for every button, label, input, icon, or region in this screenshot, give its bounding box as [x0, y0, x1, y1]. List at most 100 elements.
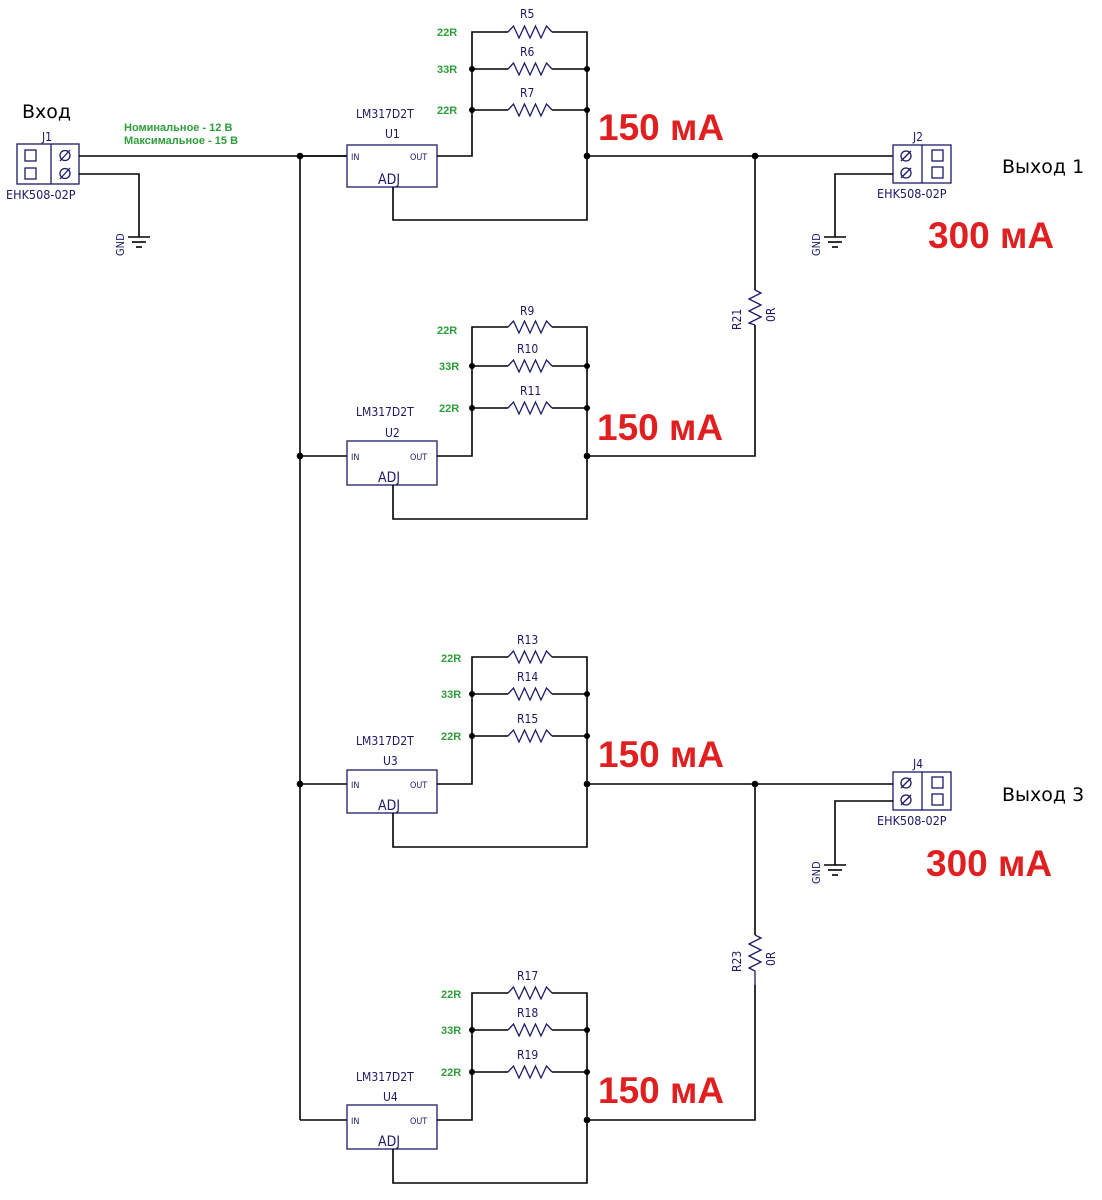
resistor-value: 22R	[437, 105, 457, 117]
resistor-value: 22R	[437, 27, 457, 39]
u2-pin-adj: ADJ	[378, 470, 400, 486]
resistor-zigzag	[507, 24, 553, 40]
resistor-ref: R7	[520, 86, 534, 100]
input-connector-j1: Вход J1 EHK508-02P	[6, 101, 80, 202]
current-label-u4: 150 мА	[598, 1070, 724, 1111]
j2-ref: J2	[912, 130, 923, 144]
output-3-title: Выход 3	[1002, 784, 1084, 806]
input-title: Вход	[22, 101, 71, 123]
u4-pin-in: IN	[351, 1117, 359, 1127]
input-nominal-note: Номинальное - 12 В	[124, 122, 232, 134]
u3-pin-in: IN	[351, 781, 359, 791]
resistor-ref: R18	[517, 1006, 538, 1020]
gnd-symbol-j4: GND	[810, 861, 846, 884]
resistor-ref: R17	[517, 969, 538, 983]
u3-pin-out: OUT	[410, 781, 427, 791]
output-1-current: 300 мА	[928, 215, 1054, 256]
j4-part: EHK508-02P	[877, 813, 947, 828]
output-1-title: Выход 1	[1002, 156, 1084, 178]
current-label-u2: 150 мА	[597, 407, 723, 448]
u3-pin-adj: ADJ	[378, 798, 400, 814]
jumper-r21-ref: R21	[730, 309, 744, 330]
resistor-zigzag	[507, 1064, 553, 1080]
regulator-u3-labels: LM317D2T U3 IN OUT ADJ	[351, 734, 427, 814]
resistor-value: 33R	[441, 689, 461, 701]
resistor-zigzag	[507, 102, 553, 118]
gnd-symbol-input: GND	[114, 233, 150, 256]
resistor-value: 22R	[441, 1067, 461, 1079]
resistor-value: 22R	[441, 731, 461, 743]
j4-ref: J4	[912, 757, 923, 771]
u4-pin-out: OUT	[410, 1117, 427, 1127]
jumper-r23: R23 0R	[730, 780, 778, 985]
u3-ref: U3	[383, 754, 398, 768]
u4-ref: U4	[383, 1090, 398, 1104]
resistor-value: 33R	[439, 361, 459, 373]
u1-pin-adj: ADJ	[378, 172, 400, 188]
u1-ref: U1	[385, 127, 400, 141]
resistor-ref: R13	[517, 633, 538, 647]
gnd-label-j2: GND	[810, 233, 823, 256]
j1-part: EHK508-02P	[6, 187, 76, 202]
u4-pin-adj: ADJ	[378, 1134, 400, 1150]
u1-pin-in: IN	[351, 153, 359, 163]
resistor-ref: R10	[517, 342, 538, 356]
jumper-r23-ref: R23	[730, 951, 744, 972]
regulator-u1-labels: LM317D2T U1 IN OUT ADJ	[351, 107, 427, 188]
output-connector-j2: J2 EHK508-02P	[877, 130, 952, 201]
input-maximum-note: Максимальное - 15 В	[124, 135, 238, 147]
regulator-block-u1	[300, 31, 893, 221]
resistor-zigzag	[507, 358, 553, 374]
resistor-zigzag	[507, 61, 553, 77]
resistor-zigzag	[507, 400, 553, 416]
resistor-ref: R15	[517, 712, 538, 726]
resistor-labels-u2: R9 22R R10 33R R11 22R	[437, 304, 541, 415]
resistor-value: 33R	[437, 64, 457, 76]
current-label-u1: 150 мА	[598, 107, 724, 148]
gnd-label-j4: GND	[810, 861, 823, 884]
u2-ref: U2	[385, 426, 400, 440]
regulator-u4-labels: LM317D2T U4 IN OUT ADJ	[351, 1070, 427, 1150]
gnd-symbol-j2: GND	[810, 233, 846, 256]
u1-pin-out: OUT	[410, 153, 427, 163]
output-connector-j4: J4 EHK508-02P	[877, 757, 952, 828]
resistor-labels-u3: R13 22R R14 33R R15 22R	[441, 633, 538, 743]
jumper-r23-value: 0R	[764, 951, 778, 966]
resistor-symbols	[507, 24, 553, 1080]
jumper-r21-value: 0R	[764, 307, 778, 322]
u3-part: LM317D2T	[356, 734, 414, 748]
resistor-value: 22R	[437, 325, 457, 337]
regulator-block-u4	[300, 985, 756, 1184]
regulator-block-u3	[300, 656, 893, 848]
resistor-value: 22R	[441, 653, 461, 665]
regulator-u2-labels: LM317D2T U2 IN OUT ADJ	[351, 405, 427, 486]
resistor-ref: R19	[517, 1048, 538, 1062]
current-label-u3: 150 мА	[598, 734, 724, 775]
u2-pin-out: OUT	[410, 453, 427, 463]
gnd-label-input: GND	[114, 233, 127, 256]
resistor-ref: R5	[520, 7, 534, 21]
u2-pin-in: IN	[351, 453, 359, 463]
resistor-labels-u4: R17 22R R18 33R R19 22R	[441, 969, 538, 1079]
resistor-zigzag	[507, 649, 553, 665]
resistor-zigzag	[507, 319, 553, 335]
resistor-labels-u1: R5 22R R6 33R R7 22R	[437, 7, 535, 117]
output-3-current: 300 мА	[926, 843, 1052, 884]
jumper-r21: R21 0R	[730, 152, 778, 330]
resistor-value: 22R	[441, 989, 461, 1001]
resistor-value: 22R	[439, 403, 459, 415]
resistor-zigzag	[507, 985, 553, 1001]
resistor-zigzag	[507, 1022, 553, 1038]
u1-part: LM317D2T	[356, 107, 414, 121]
u2-part: LM317D2T	[356, 405, 414, 419]
resistor-ref: R9	[520, 304, 535, 318]
j2-part: EHK508-02P	[877, 186, 947, 201]
resistor-zigzag	[507, 728, 553, 744]
j1-ref: J1	[41, 130, 52, 144]
resistor-ref: R11	[520, 384, 541, 398]
resistor-zigzag	[507, 686, 553, 702]
resistor-ref: R14	[517, 670, 538, 684]
resistor-ref: R6	[520, 45, 535, 59]
resistor-value: 33R	[441, 1025, 461, 1037]
